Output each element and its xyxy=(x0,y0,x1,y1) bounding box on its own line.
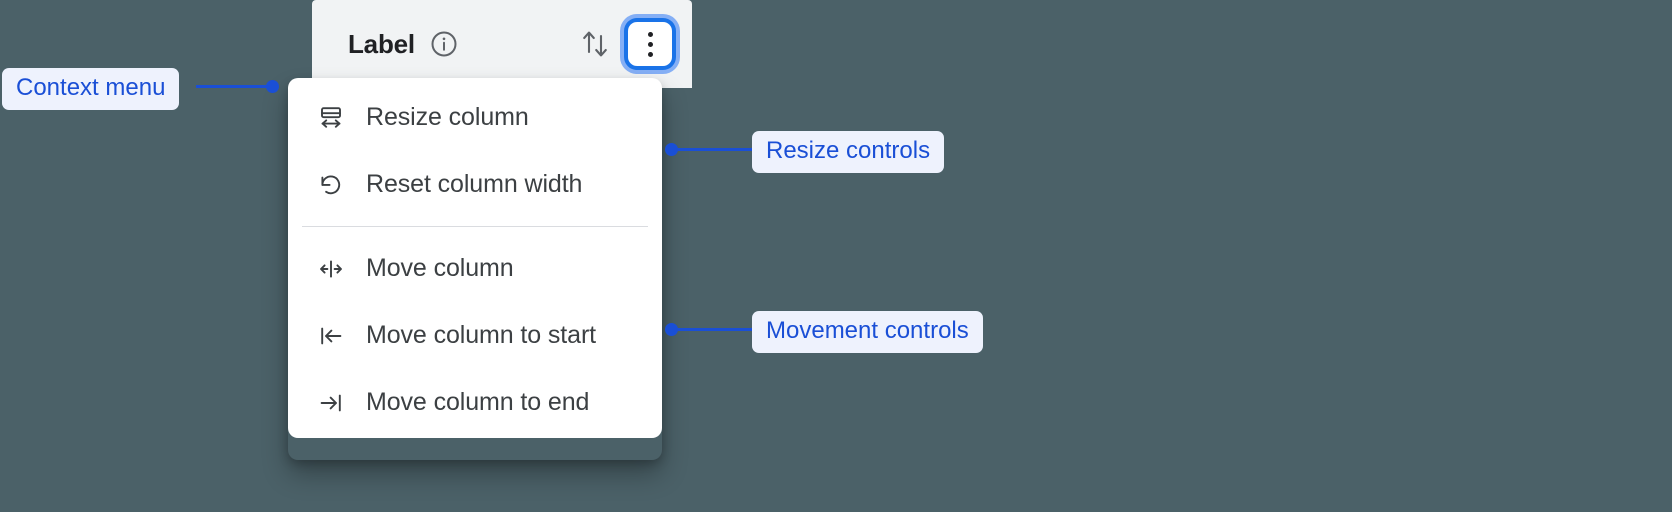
arrow-to-start-icon xyxy=(316,321,346,351)
column-options-button[interactable] xyxy=(628,22,672,66)
annotation-label-context-menu: Context menu xyxy=(2,68,180,110)
menu-item-move-column-to-end[interactable]: Move column to end xyxy=(288,369,662,436)
undo-rotate-icon xyxy=(316,170,346,200)
menu-item-resize-column[interactable]: Resize column xyxy=(288,84,662,151)
three-dots-vertical-icon xyxy=(647,31,653,57)
move-horizontal-icon xyxy=(316,254,346,284)
menu-divider xyxy=(302,226,648,227)
menu-item-label: Resize column xyxy=(366,103,529,131)
annotation-label-resize-controls: Resize controls xyxy=(752,131,945,173)
annotation-connector-dot-context-menu xyxy=(266,80,279,93)
menu-item-label: Move column xyxy=(366,254,514,282)
annotation-connector-line-context-menu xyxy=(196,85,274,88)
annotation-connector-dot-movement-controls xyxy=(665,323,678,336)
menu-item-label: Move column to end xyxy=(366,388,590,416)
info-circle-icon[interactable] xyxy=(429,29,459,59)
menu-item-label: Move column to start xyxy=(366,321,597,349)
annotation-connector-line-movement-controls xyxy=(671,328,757,331)
annotation-label-movement-controls: Movement controls xyxy=(752,311,983,353)
menu-item-move-column[interactable]: Move column xyxy=(288,235,662,302)
annotation-connector-dot-resize-controls xyxy=(665,143,678,156)
menu-item-move-column-to-start[interactable]: Move column to start xyxy=(288,302,662,369)
resize-horizontal-icon xyxy=(316,103,346,133)
page-title: Label xyxy=(348,28,415,59)
column-header: Label xyxy=(312,0,692,88)
menu-item-reset-column-width[interactable]: Reset column width xyxy=(288,151,662,218)
menu-item-label: Reset column width xyxy=(366,170,583,198)
sort-arrows-icon[interactable] xyxy=(578,26,612,62)
annotation-connector-line-resize-controls xyxy=(671,148,757,151)
arrow-to-end-icon xyxy=(316,388,346,418)
column-context-menu: Resize column Reset column width xyxy=(288,78,662,438)
